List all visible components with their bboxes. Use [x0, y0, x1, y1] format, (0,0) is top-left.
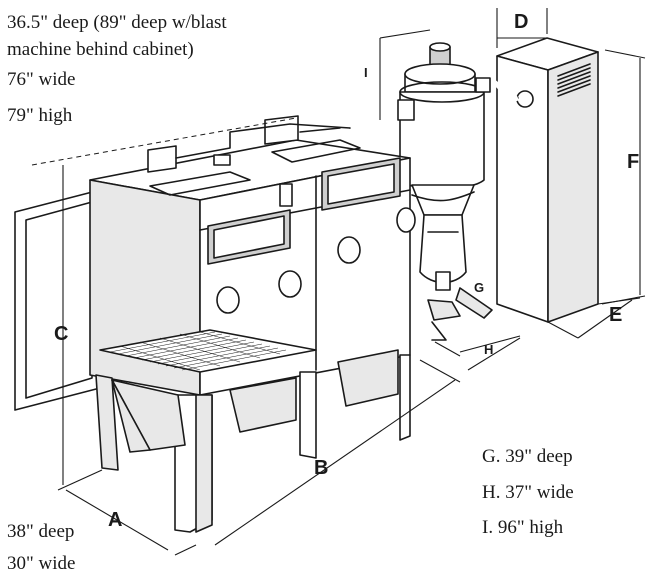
dimension-label-b: B	[314, 457, 329, 479]
note-cabinet-deep: 36.5" deep (89" deep w/blast	[7, 12, 227, 33]
glove-port-icon	[337, 236, 361, 264]
dimension-label-i: I	[364, 65, 368, 80]
glove-port-icon	[278, 270, 302, 298]
dimension-label-e: E	[609, 304, 623, 326]
dimension-lines-cyclone	[379, 29, 521, 371]
dimension-label-h: H	[484, 342, 494, 357]
glove-port-icon	[396, 207, 416, 233]
note-cabinet-wide: 76" wide	[7, 69, 76, 90]
note-collector-deep: 38" deep	[7, 521, 75, 542]
dimension-lines-cabinet	[31, 117, 461, 556]
light-fixture-icon	[264, 115, 299, 145]
cabinet-door	[14, 189, 101, 411]
dimension-label-d: D	[514, 11, 529, 33]
cabinet-legs	[95, 349, 411, 533]
dimension-label-f: F	[627, 151, 640, 173]
dimension-label-c: C	[54, 323, 69, 345]
vent-grille	[557, 63, 591, 97]
control-panel-icon	[279, 183, 293, 207]
dimension-label-a: A	[108, 509, 123, 531]
note-cabinet-high: 79" high	[7, 105, 73, 126]
note-collector-wide: 30" wide	[7, 553, 76, 574]
glove-port-icon	[216, 286, 240, 314]
note-cyclone-wide: H. 37" wide	[482, 482, 574, 503]
dust-collector	[496, 37, 599, 323]
cyclone-separator	[397, 42, 493, 341]
hose-port-icon	[516, 90, 534, 108]
light-fixture-icon	[147, 145, 177, 173]
cabinet-grate	[99, 329, 317, 373]
dimension-label-g: G	[474, 280, 485, 295]
dimension-lines-collector	[496, 8, 646, 339]
note-cyclone-high: I. 96" high	[482, 517, 564, 538]
note-cabinet-deep-cont: machine behind cabinet)	[7, 39, 194, 60]
note-cyclone-deep: G. 39" deep	[482, 446, 573, 467]
